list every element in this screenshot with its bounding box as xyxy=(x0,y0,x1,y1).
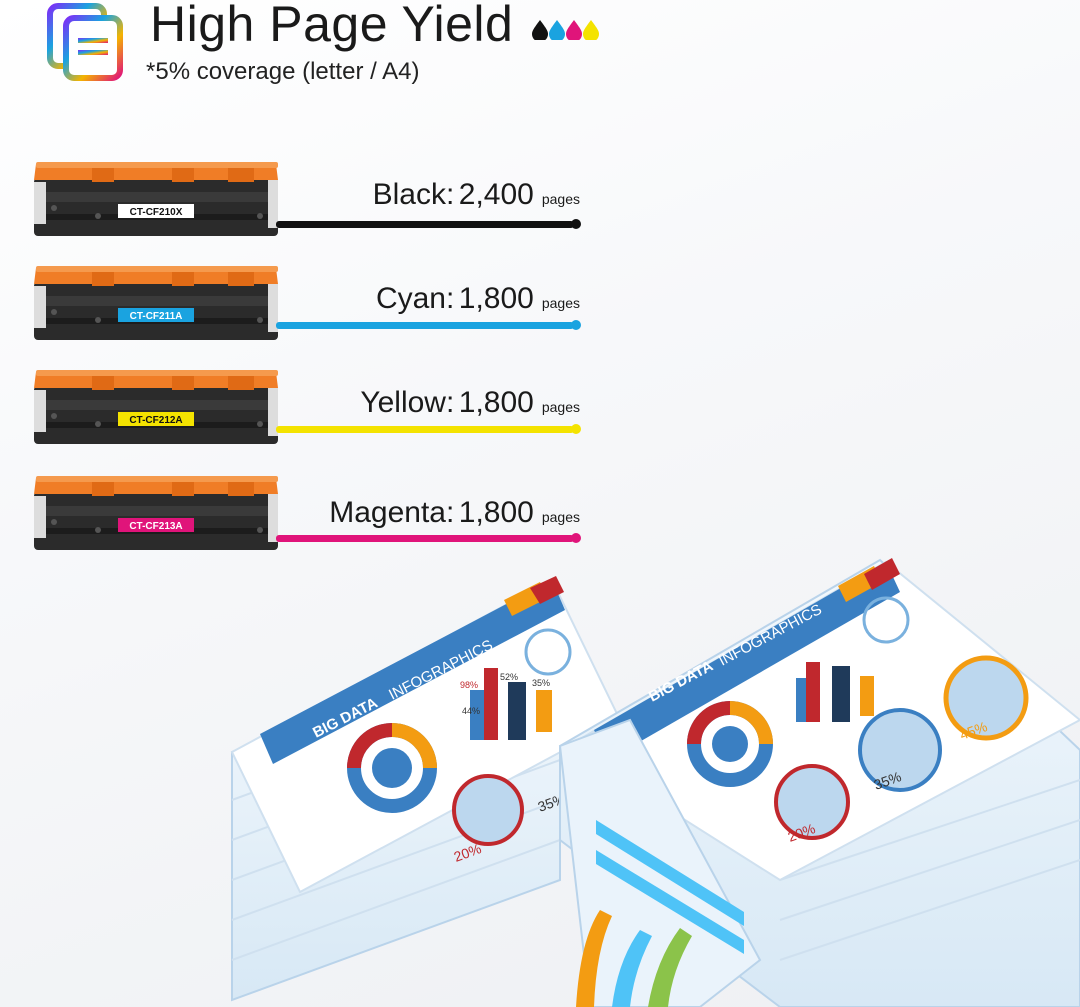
yield-bar-end-dot xyxy=(571,219,581,229)
bar-pct-label: 35% xyxy=(532,678,550,688)
page-unit: pages xyxy=(541,191,580,207)
cartridge-row-black: CT-CF210X Black: 2,400 pages xyxy=(0,158,1080,248)
page-count: 1,800 xyxy=(458,386,534,419)
donut-chart-icon xyxy=(347,723,437,813)
toner-cartridge-cyan: CT-CF211A xyxy=(34,266,278,340)
cartridge-model-label: CT-CF211A xyxy=(130,311,183,322)
yield-bar-end-dot xyxy=(571,424,581,434)
yield-label: Yellow: 1,800 pages xyxy=(360,386,580,420)
yield-bar-end-dot xyxy=(571,533,581,543)
page-count: 1,800 xyxy=(458,282,534,315)
color-name: Black: xyxy=(372,178,455,211)
yield-label: Magenta: 1,800 pages xyxy=(329,496,580,530)
yield-bar xyxy=(276,221,574,228)
page-title: High Page Yield xyxy=(150,0,514,52)
donut-chart-icon xyxy=(687,701,773,787)
yield-bar xyxy=(276,535,574,542)
cartridge-row-magenta: CT-CF213A Magenta: 1,800 pages xyxy=(0,472,1080,562)
ink-drop xyxy=(566,20,582,40)
cartridge-row-yellow: CT-CF212A Yellow: 1,800 pages xyxy=(0,366,1080,456)
bar-pct-label: 98% xyxy=(460,680,478,690)
yield-label: Black: 2,400 pages xyxy=(373,178,580,212)
ink-drop xyxy=(532,20,548,40)
toner-cartridge-magenta: CT-CF213A xyxy=(34,476,278,550)
document-icon xyxy=(47,3,123,81)
ink-drops-icon xyxy=(532,20,599,40)
color-name: Magenta: xyxy=(329,496,455,529)
page-unit: pages xyxy=(541,509,580,525)
page-unit: pages xyxy=(541,399,580,415)
cartridge-row-cyan: CT-CF211A Cyan: 1,800 pages xyxy=(0,262,1080,352)
toner-cartridge-black: CT-CF210X xyxy=(34,162,278,236)
bar-pct-label: 44% xyxy=(462,706,480,716)
cartridge-model-label: CT-CF213A xyxy=(129,521,182,532)
page-subtitle: *5% coverage (letter / A4) xyxy=(146,58,420,85)
color-name: Yellow: xyxy=(360,386,455,419)
ink-drop xyxy=(549,20,565,40)
yield-bar xyxy=(276,426,574,433)
page-count: 2,400 xyxy=(458,178,534,211)
cartridge-model-label: CT-CF212A xyxy=(129,415,182,426)
toner-cartridge-yellow: CT-CF212A xyxy=(34,370,278,444)
color-name: Cyan: xyxy=(375,282,455,315)
bar-pct-label: 52% xyxy=(500,672,518,682)
yield-label: Cyan: 1,800 pages xyxy=(376,282,580,316)
paper-stack-illustration: BIG DATA INFOGRAPHICS 98% 52% 35% 44% 20… xyxy=(230,558,1080,1007)
page-unit: pages xyxy=(541,295,580,311)
page-count: 1,800 xyxy=(458,496,534,529)
yield-bar-end-dot xyxy=(571,320,581,330)
ink-drop xyxy=(583,20,599,40)
cartridge-model-label: CT-CF210X xyxy=(130,207,183,218)
yield-bar xyxy=(276,322,574,329)
